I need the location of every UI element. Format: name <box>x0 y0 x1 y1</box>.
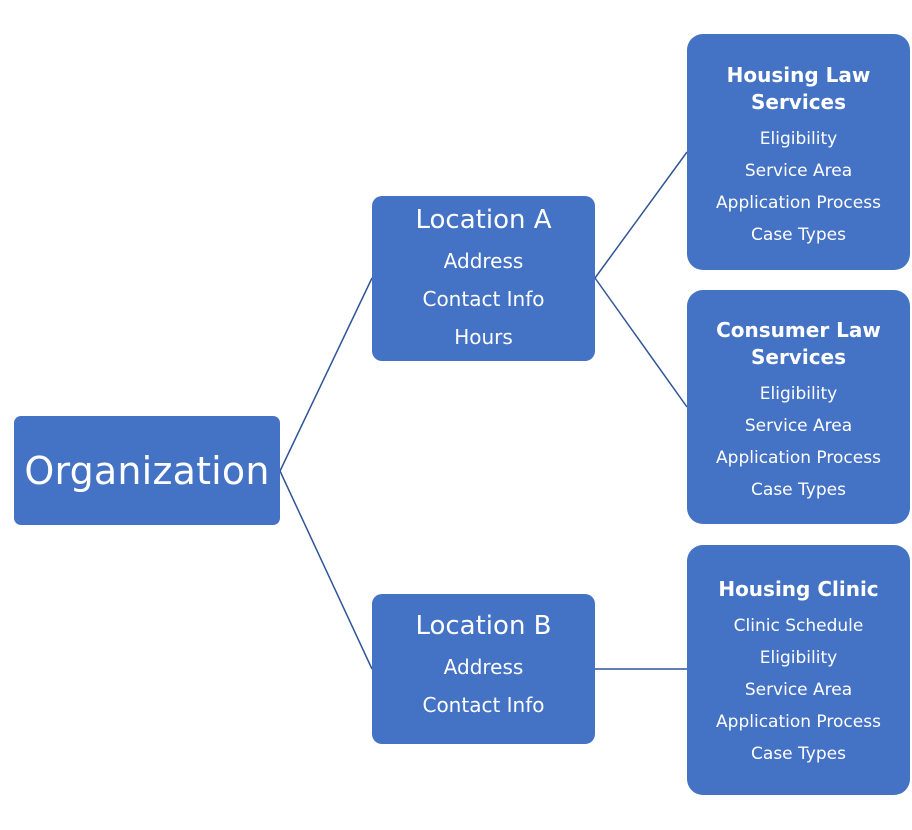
housing-law-application-process: Application Process <box>716 193 881 213</box>
consumer-law-services-node: Consumer Law Services Eligibility Servic… <box>687 290 910 524</box>
consumer-law-services-title: Consumer Law Services <box>716 318 881 369</box>
housing-law-services-title: Housing Law Services <box>726 63 871 114</box>
housing-clinic-node: Housing Clinic Clinic Schedule Eligibili… <box>687 545 910 795</box>
organization-title: Organization <box>24 448 270 493</box>
consumer-law-service-area: Service Area <box>744 416 853 436</box>
location-b-node: Location B Address Contact Info <box>372 594 595 744</box>
location-a-title: Location A <box>415 205 552 235</box>
housing-clinic-service-area: Service Area <box>744 680 853 700</box>
location-a-hours: Hours <box>454 325 513 349</box>
connector-location-a-to-housing-law <box>594 151 688 279</box>
connector-location-a-to-consumer-law <box>594 277 688 408</box>
housing-clinic-schedule: Clinic Schedule <box>733 616 864 636</box>
location-a-node: Location A Address Contact Info Hours <box>372 196 595 361</box>
housing-clinic-case-types: Case Types <box>751 744 846 764</box>
location-b-contact-info: Contact Info <box>422 693 545 717</box>
connector-org-to-location-a <box>279 277 373 472</box>
location-a-address: Address <box>443 249 524 273</box>
location-b-title: Location B <box>415 611 552 641</box>
housing-clinic-eligibility: Eligibility <box>759 648 838 668</box>
housing-law-service-area: Service Area <box>744 161 853 181</box>
consumer-law-case-types: Case Types <box>751 480 846 500</box>
housing-law-services-node: Housing Law Services Eligibility Service… <box>687 34 910 270</box>
location-a-contact-info: Contact Info <box>422 287 545 311</box>
housing-clinic-application-process: Application Process <box>716 712 881 732</box>
housing-clinic-title: Housing Clinic <box>718 577 879 601</box>
housing-law-eligibility: Eligibility <box>759 129 838 149</box>
consumer-law-application-process: Application Process <box>716 448 881 468</box>
connector-org-to-location-b <box>279 470 373 670</box>
organization-node: Organization <box>14 416 280 525</box>
housing-law-case-types: Case Types <box>751 225 846 245</box>
location-b-address: Address <box>443 655 524 679</box>
consumer-law-eligibility: Eligibility <box>759 384 838 404</box>
